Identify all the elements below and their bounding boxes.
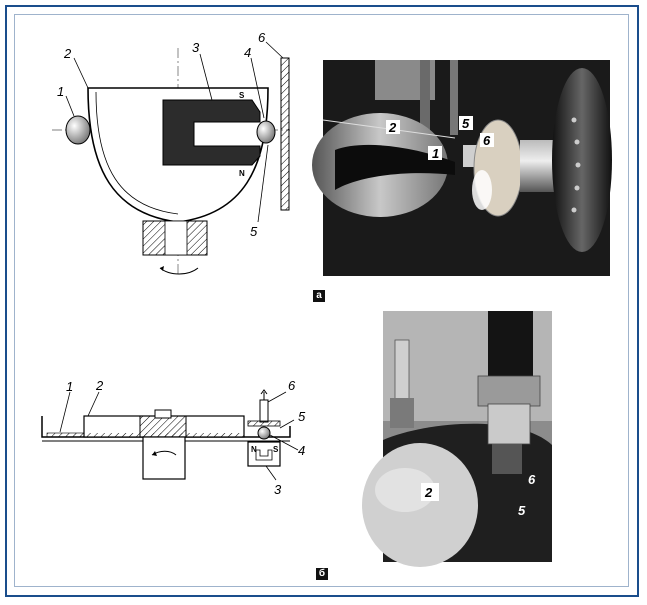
- rotation-arrowhead-a: [160, 266, 164, 271]
- photo-label-6-b: 6: [528, 472, 536, 487]
- photo-a-magnet-holder: [335, 144, 455, 190]
- photo-label-2-b: 2: [424, 485, 433, 500]
- hub-b: [139, 415, 187, 438]
- layer-1-b: [46, 432, 90, 438]
- photo-a-contact: [463, 145, 477, 167]
- photo-label-1-a: 1: [432, 146, 439, 161]
- bowl-inner-a: [95, 91, 179, 215]
- ball-4-b: [257, 426, 271, 440]
- bolt-b: [154, 409, 172, 419]
- label-2-b: 2: [95, 378, 104, 393]
- label-4-b: 4: [298, 443, 305, 458]
- ball-right-a: [256, 120, 276, 144]
- rotation-arrow-a: [159, 267, 199, 275]
- label-5-a: 5: [250, 224, 258, 239]
- pole-n-a: N: [239, 169, 245, 178]
- label-5-b: 5: [298, 409, 306, 424]
- magnet-3-b: [247, 441, 281, 467]
- magnet-a: [162, 99, 261, 166]
- pole-n-b: N: [251, 445, 257, 454]
- pin-6-b: [259, 399, 269, 423]
- diagram-a: 1 2 3 4 6 5 S N: [52, 30, 290, 275]
- figure-frame: [5, 5, 639, 597]
- label-1-b: 1: [66, 379, 73, 394]
- photo-b: 2 6 5: [362, 311, 552, 567]
- photo-b-spindle-collar: [477, 375, 541, 407]
- panel-a-tag: а: [313, 290, 325, 302]
- ball-left-a: [65, 115, 91, 145]
- label-1-a: 1: [57, 84, 64, 99]
- photo-label-5-b: 5: [518, 503, 526, 518]
- plate-6-a: [280, 57, 290, 211]
- photo-label-2-a: 2: [388, 120, 397, 135]
- diagram-b: 1 2 6 5 4 3 N S: [41, 378, 306, 497]
- shaft-bore-a: [164, 220, 188, 256]
- label-6-b: 6: [288, 378, 296, 393]
- pole-s-b: S: [273, 445, 279, 454]
- photo-label-5-a: 5: [462, 116, 470, 131]
- label-6-a: 6: [258, 30, 266, 45]
- photo-a-flange: [552, 68, 612, 252]
- pole-s-a: S: [239, 91, 245, 100]
- panel-b-tag: б: [316, 568, 328, 580]
- label-2-a: 2: [63, 46, 72, 61]
- label-4-a: 4: [244, 45, 251, 60]
- label-3-a: 3: [192, 40, 200, 55]
- photo-a: 2 1 5 6: [312, 60, 612, 276]
- photo-b-tool: [492, 444, 522, 474]
- figure-inner-frame: [14, 14, 629, 587]
- shaft-b: [142, 436, 186, 480]
- label-3-b: 3: [274, 482, 282, 497]
- photo-label-6-a: 6: [483, 133, 491, 148]
- photo-b-spindle-top: [488, 311, 533, 381]
